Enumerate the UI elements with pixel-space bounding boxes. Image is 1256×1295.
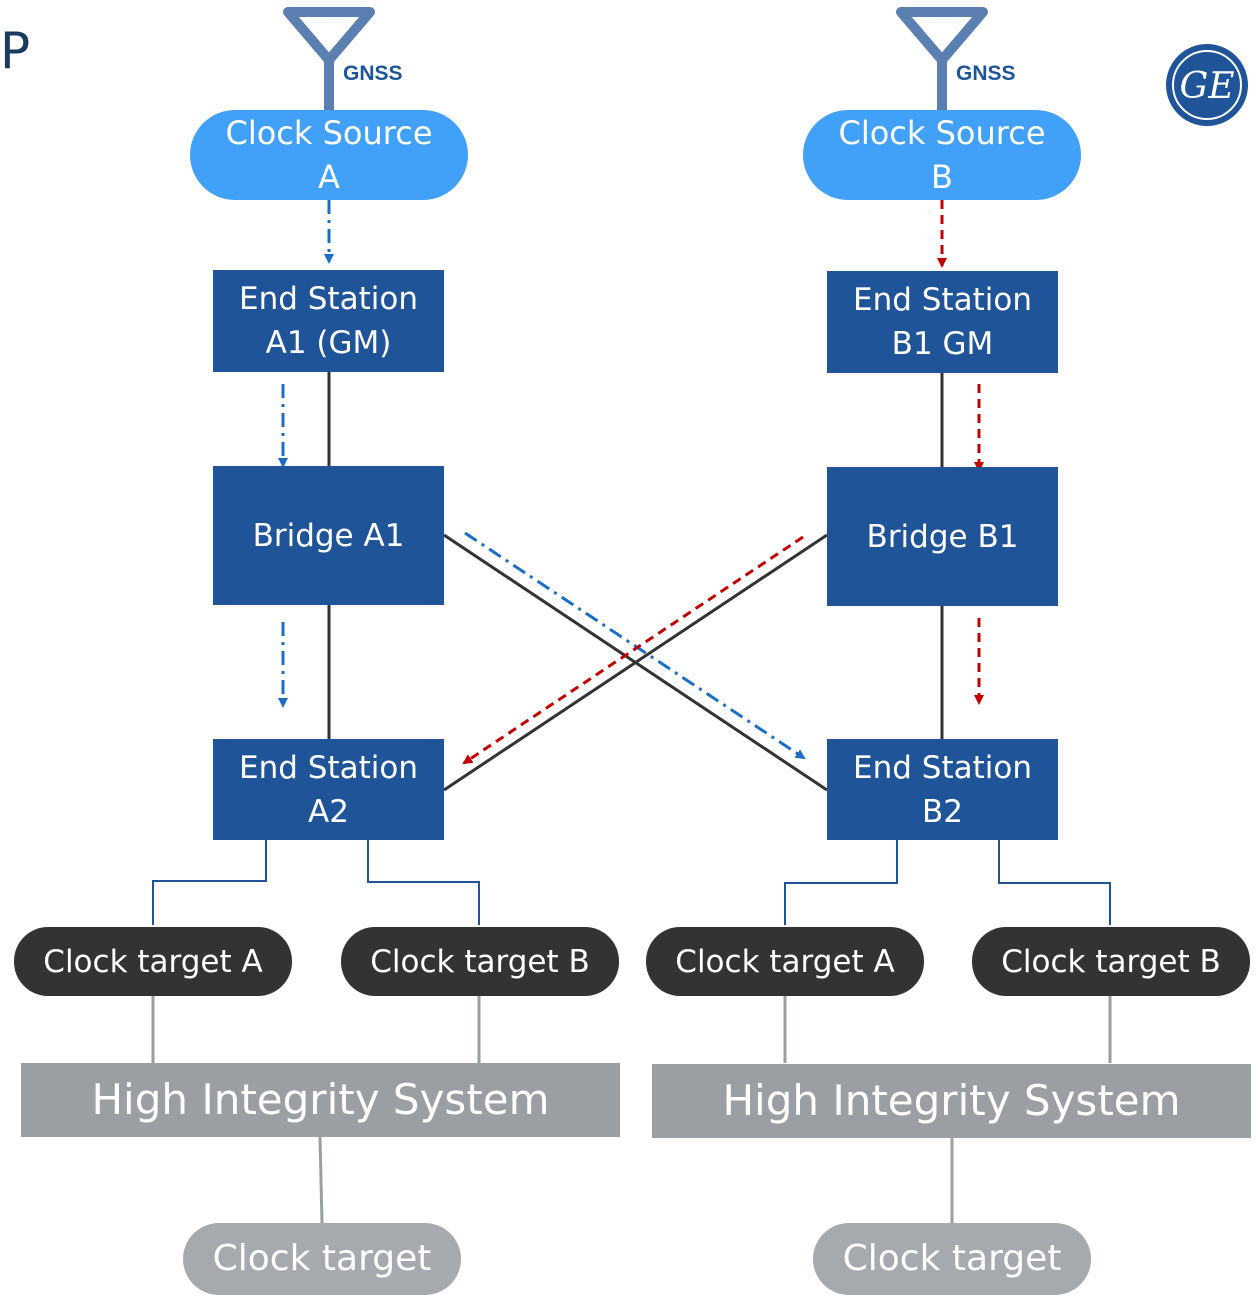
clock-target: Clock target A [646,927,924,996]
end-station-b2: End Station B2 [827,739,1058,840]
bridge-label: Bridge B1 [866,518,1019,555]
link-bridge-b1-a2 [443,533,828,792]
clock-source-a: Clock Source A [190,110,468,200]
end-station-a2: End Station A2 [213,739,444,840]
end-station-b1: End Station B1 GM [827,271,1058,373]
page-edge-text: P [0,22,31,80]
end-station-id: A2 [308,793,349,830]
final-clock-target: Clock target [183,1223,461,1295]
antenna-icon [896,7,988,110]
final-clock-target-label: Clock target [842,1238,1062,1279]
clock-target: Clock target B [341,927,619,996]
high-integrity-system-label: High Integrity System [722,1076,1181,1125]
final-clock-target-label: Clock target [212,1238,432,1279]
clock-source-title: Clock Source [225,114,433,152]
connector-b2-target-b [998,840,1111,925]
final-clock-target: Clock target [813,1223,1091,1295]
gnss-label: GNSS [956,62,1016,85]
system-connectors [151,996,1112,1224]
end-station-a1: End Station A1 (GM) [213,270,444,372]
end-station-title: End Station [239,749,418,786]
clock-source-id: A [318,158,340,196]
network-b-timing-path [462,200,984,765]
clock-target: Clock target B [972,927,1250,996]
high-integrity-system: High Integrity System [21,1063,620,1137]
end-station-id: A1 (GM) [265,325,392,361]
clock-target-label: Clock target B [370,943,590,980]
end-station-title: End Station [239,281,418,317]
clock-target-label: Clock target B [1001,943,1221,980]
bridge-label: Bridge A1 [252,517,405,554]
high-integrity-system: High Integrity System [652,1064,1251,1138]
path-a-bridge-to-b2 [464,531,806,760]
end-station-id: B1 GM [891,326,994,362]
connector-b2-target-a [784,840,898,925]
path-b-bridge-to-a2 [462,535,804,765]
ge-logo: GE [1166,44,1248,126]
clock-source-b: Clock Source B [803,110,1081,200]
gnss-label: GNSS [343,62,403,85]
ge-logo-text: GE [1179,66,1234,107]
clock-source-title: Clock Source [838,114,1046,152]
clock-target-label: Clock target A [675,943,895,980]
network-a-timing-path [278,200,806,760]
bridge-b1: Bridge B1 [827,467,1058,606]
connector-a2-target-a [152,840,267,925]
bridge-a1: Bridge A1 [213,466,444,605]
target-connectors [152,840,1111,925]
connector-a2-target-b [367,840,480,925]
end-station-title: End Station [853,749,1032,786]
end-station-id: B2 [921,793,963,830]
clock-target-label: Clock target A [43,943,263,980]
high-integrity-system-label: High Integrity System [91,1075,550,1124]
clock-target: Clock target A [14,927,292,996]
connector-system-final [318,1136,324,1224]
antenna-icon [283,7,375,110]
network-links [327,372,944,792]
clock-source-id: B [931,158,953,196]
end-station-title: End Station [853,282,1032,318]
